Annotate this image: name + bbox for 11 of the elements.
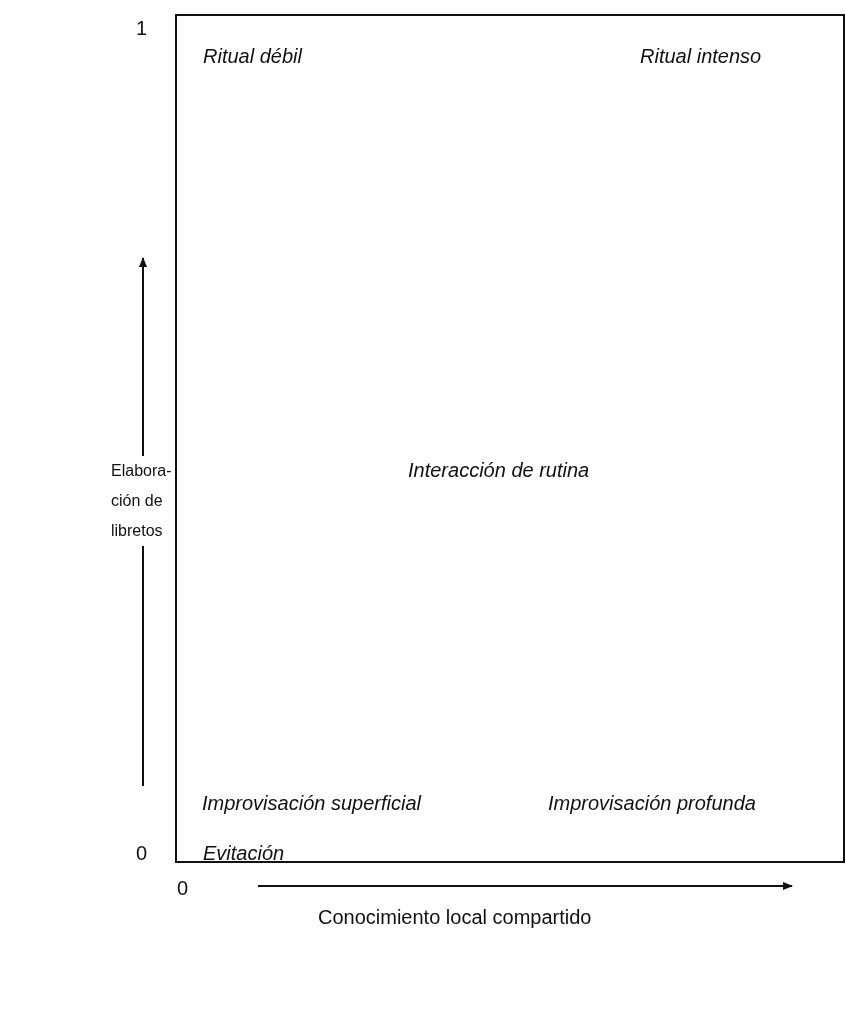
region-label: Interacción de rutina xyxy=(408,458,590,482)
axis-tick-label: 1 xyxy=(136,16,148,40)
quadrant-label: Ritual intenso xyxy=(640,44,762,68)
axis-title: Elabora- ción de libretos xyxy=(111,456,173,546)
region-label: Evitación xyxy=(203,841,285,865)
axis-tick-label: 0 xyxy=(177,876,189,900)
axis-tick-label: 0 xyxy=(136,841,148,865)
region-label: Improvisación superficial xyxy=(202,791,421,815)
region-label: Improvisación profunda xyxy=(548,791,756,815)
axis-title: Conocimiento local compartido xyxy=(318,905,592,929)
quadrant-label: Ritual débil xyxy=(203,44,302,68)
